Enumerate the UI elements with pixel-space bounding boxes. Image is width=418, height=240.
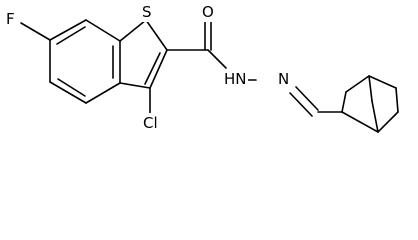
bond-carbonyl-nh [207,49,227,69]
bond-nb-bridge-b [371,100,379,133]
bond-benzene-c4-c3a [85,82,121,104]
bond-nb-c3-c4 [345,75,370,93]
bond-c3-c3a [119,82,151,89]
bond-s-c2 [145,19,168,51]
bond-c2-c3 [149,49,168,89]
bond-nb-c6-c1 [377,111,399,133]
chemical-structure-diagram: F S O Cl HN N [6,3,399,133]
bond-nb-c2-c3 [341,91,347,113]
atom-label-fluorine: F [6,10,15,28]
atom-label-hydrazide-nitrogen: HN [224,70,247,88]
bond-nb-bridge-a [368,75,373,102]
bond-nb-c4-c5 [368,75,397,89]
atom-label-imine-nitrogen: N [278,70,289,88]
bond-benzene-inner-double-1 [56,26,86,45]
bond-benzene-inner-double-2 [57,78,86,97]
bond-n-ch-double [289,92,313,117]
atom-label-chlorine: Cl [143,114,158,132]
bond-n-ch [295,86,319,111]
bond-nb-c1-c2 [341,111,379,133]
bond-benzene-c5-c4 [49,81,87,104]
bond-nb-c5-c6 [395,87,399,113]
bond-c2-c3-double [144,52,161,85]
bond-c6-f [20,22,51,41]
bond-c7a-s [119,19,147,42]
atom-label-sulfur: S [142,3,152,21]
bond-benzene-c7a-c7 [85,19,121,42]
atom-label-oxygen: O [202,3,214,21]
bond-benzene-c7-c6 [49,19,87,41]
